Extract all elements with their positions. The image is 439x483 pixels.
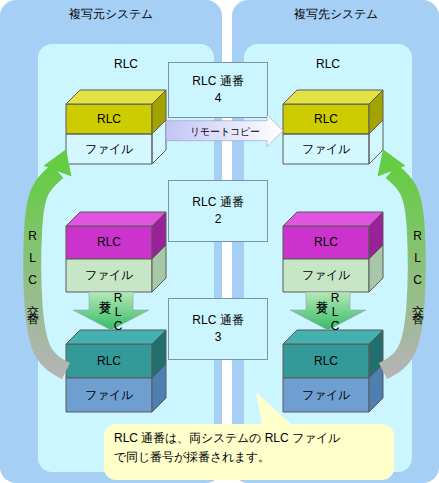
cube-face (66, 330, 166, 344)
note-text: RLC 通番は、両システムの RLC ファイル で同じ番号が採番されます。 (114, 429, 346, 467)
rlc-file-block: RLCファイル (66, 90, 166, 164)
block-label: ファイル (66, 259, 152, 292)
block-arrow (290, 292, 366, 330)
block-label: RLC (66, 104, 152, 134)
arrow-body (166, 115, 283, 147)
arrow-label: RLC交替 (98, 291, 124, 331)
cube-face (283, 134, 369, 164)
block-label: ファイル (283, 259, 369, 292)
cube-face (369, 120, 383, 164)
note-callout: RLC 通番は、両システムの RLC ファイル で同じ番号が採番されます。 (104, 424, 394, 480)
system-title: 複写先システム (232, 6, 439, 23)
system-title: 複写元システム (0, 6, 222, 23)
cube-face (66, 378, 152, 412)
serial-label: RLC 通番 3 (189, 312, 247, 346)
area-title: RLC (244, 56, 412, 73)
block-label: RLC (283, 344, 369, 378)
arrow-body (73, 292, 149, 330)
arrow-label: RLC交替 (25, 229, 38, 311)
cube-face (66, 104, 152, 134)
rlc-file-block: RLCファイル (283, 90, 383, 164)
cube-face (66, 90, 166, 104)
serial-label: RLC 通番 2 (189, 194, 247, 228)
cube-face (152, 245, 166, 292)
block-label: ファイル (283, 378, 369, 412)
cube-face (369, 245, 383, 292)
block-label: ファイル (283, 134, 369, 164)
block-label: RLC (66, 226, 152, 259)
rlc-file-block: RLCファイル (66, 330, 166, 412)
rlc-file-block: RLCファイル (283, 330, 383, 412)
cube-face (283, 90, 383, 104)
block-label: RLC (283, 226, 369, 259)
cube-face (283, 330, 383, 344)
block-label: RLC (283, 104, 369, 134)
arrow-label: RLC交替 (315, 291, 341, 331)
cube-face (283, 226, 369, 259)
arrow-label: リモートコピー (190, 125, 260, 136)
cube-face (66, 212, 166, 226)
block-arrow (73, 292, 149, 330)
cube-face (283, 259, 369, 292)
arrow-head (378, 149, 406, 176)
cube-face (66, 259, 152, 292)
cube-face (369, 364, 383, 412)
block-label: ファイル (66, 134, 152, 164)
arrow-head (44, 149, 72, 176)
rlc-file-block: RLCファイル (66, 212, 166, 292)
cube-face (66, 344, 152, 378)
cube-face (283, 104, 369, 134)
rlc-area: RLCRLCファイルRLCファイルRLCファイル (244, 44, 412, 472)
serial-number-box: RLC 通番 2 (168, 180, 268, 242)
rlc-file-block: RLCファイル (283, 212, 383, 292)
serial-label: RLC 通番 4 (189, 73, 247, 107)
serial-number-box: RLC 通番 3 (168, 298, 268, 360)
block-arrow (166, 115, 283, 147)
cube-face (283, 344, 369, 378)
block-label: ファイル (66, 378, 152, 412)
cube-face (283, 378, 369, 412)
block-label: RLC (66, 344, 152, 378)
arrow-body (290, 292, 366, 330)
arrow-label: RLC交替 (410, 229, 423, 311)
cube-face (66, 134, 152, 164)
cube-face (152, 364, 166, 412)
cube-face (66, 226, 152, 259)
cube-face (283, 212, 383, 226)
cube-face (152, 120, 166, 164)
serial-number-box: RLC 通番 4 (168, 62, 268, 118)
